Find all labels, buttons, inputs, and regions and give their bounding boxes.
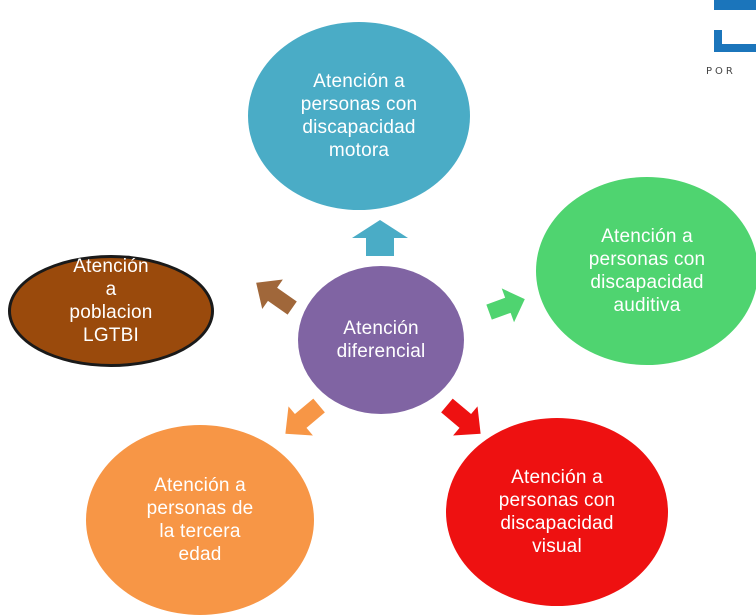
- node-tercera-edad: Atención a personas de la tercera edad: [86, 425, 314, 615]
- node-discapacidad-visual: Atención a personas con discapacidad vis…: [446, 418, 668, 606]
- node-label: Atención a personas con discapacidad mot…: [300, 70, 418, 162]
- logo-bar-bottom: [714, 44, 756, 52]
- node-label: Atención a personas de la tercera edad: [146, 474, 254, 566]
- logo-bar-left: [714, 30, 722, 52]
- arrow-left-up-icon: [256, 279, 297, 315]
- node-atencion-diferencial: Atención diferencial: [298, 266, 464, 414]
- center-label: Atención diferencial: [336, 317, 426, 362]
- node-discapacidad-auditiva: Atención a personas con discapacidad aud…: [536, 177, 756, 365]
- node-poblacion-lgtbi: Atención a poblacion LGTBI: [8, 255, 214, 367]
- node-discapacidad-motora: Atención a personas con discapacidad mot…: [248, 22, 470, 210]
- arrow-down-left-icon: [285, 398, 325, 436]
- logo-bar-top: [714, 0, 756, 10]
- node-label: Atención a poblacion LGTBI: [69, 255, 153, 347]
- logo-text: POR: [706, 66, 736, 77]
- node-label: Atención a personas con discapacidad vis…: [498, 466, 616, 558]
- arrow-right-up-icon: [486, 288, 525, 323]
- arrow-down-right-icon: [441, 398, 481, 436]
- node-label: Atención a personas con discapacidad aud…: [588, 225, 706, 317]
- logo: POR: [700, 0, 756, 80]
- arrow-up-icon: [352, 220, 408, 256]
